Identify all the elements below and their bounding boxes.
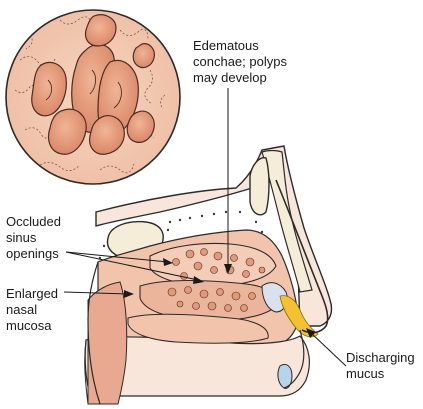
label-enlarged-nasal-mucosa: Enlarged nasal mucosa <box>6 286 59 333</box>
leader-enlarged <box>63 291 129 295</box>
leader-discharge <box>309 331 347 367</box>
face-left-outline <box>87 261 101 405</box>
nose-outline <box>275 179 329 334</box>
arrowheads <box>124 258 316 338</box>
lip-outline <box>283 329 305 389</box>
polyp-cell <box>84 14 117 47</box>
polyp-cell <box>31 61 67 117</box>
polyp-cell <box>89 115 125 155</box>
frontal-sinus <box>249 157 270 216</box>
throat <box>87 281 128 405</box>
label-edematous-conchae: Edematous conchae; polyps may develop <box>193 38 287 85</box>
label-discharging-mucus: Discharging mucus <box>346 350 415 381</box>
leader-lines <box>63 88 347 367</box>
lower-concha <box>127 313 269 344</box>
leader-occluded-2 <box>65 251 199 281</box>
polyp-cell <box>126 110 155 143</box>
nasal-bone <box>261 149 313 293</box>
forehead-skin <box>95 145 333 327</box>
polyp-cell <box>47 108 87 155</box>
upper-concha <box>149 242 277 287</box>
mucus <box>279 295 319 338</box>
magnified-tissue-view <box>5 9 181 185</box>
leader-occluded-1 <box>65 251 169 263</box>
label-occluded-sinus-openings: Occluded sinus openings <box>6 214 61 261</box>
polyp-cell <box>132 43 155 69</box>
nasal-cross-section <box>84 145 333 405</box>
